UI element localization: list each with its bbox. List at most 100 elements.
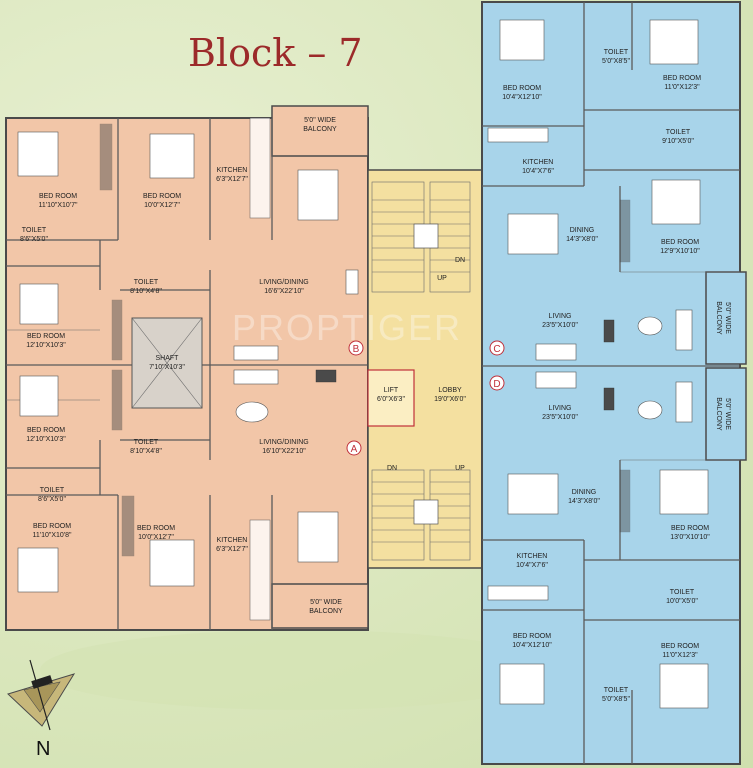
stairs-top [371,181,471,293]
wardrobe-icon [121,495,135,557]
bed-icon [17,547,59,593]
marker-b: B [353,344,360,355]
kitchen-counter-icon [487,127,549,143]
kitchen-counter-icon [249,519,271,621]
bed-icon [19,283,59,325]
balcony-top-left-area [271,105,369,157]
units-cd-footprint [481,1,741,765]
bed-icon [649,19,699,65]
svg-text:5'0" WIDEBALCONY: 5'0" WIDEBALCONY [715,301,731,335]
svg-text:5'0" WIDEBALCONY: 5'0" WIDEBALCONY [715,397,731,431]
bed-icon [651,179,701,225]
svg-text:DN: DN [455,257,465,264]
tv-icon [603,387,615,411]
balcony-bottom-left-area [271,583,369,629]
marker-d: D [493,379,500,390]
kitchen-counter-icon [249,117,271,219]
wardrobe-icon [619,469,631,533]
sofa-icon [233,345,279,361]
unit-markers: B A C D [346,340,505,456]
balcony-top-right-area [705,271,747,365]
dining-table-icon [507,213,559,255]
bed-icon [499,19,545,61]
chair-icon [345,269,359,295]
wardrobe-icon [619,199,631,263]
armchair-icon [535,343,577,361]
sofa-icon [675,381,693,423]
compass-north-label: N [36,738,50,760]
dining-table-icon [297,511,339,563]
bed-icon [149,539,195,587]
armchair-icon [535,371,577,389]
balcony-bottom-right-area [705,367,747,461]
bed-icon [659,469,709,515]
compass-icon [7,659,76,731]
watermark: PROPTIGER [232,307,462,348]
stairs-bottom [371,469,471,561]
marker-c: C [493,344,500,355]
marker-a: A [351,444,358,455]
svg-text:UP: UP [455,465,465,472]
bed-icon [19,375,59,417]
coffee-table-icon [637,400,663,420]
bed-icon [499,663,545,705]
dining-table-icon [297,169,339,221]
tv-icon [315,369,337,383]
bed-icon [659,663,709,709]
dining-table-icon [507,473,559,515]
wardrobe-icon [111,299,123,361]
bed-icon [149,133,195,179]
sofa-icon [233,369,279,385]
coffee-table-icon [637,316,663,336]
wardrobe-icon [99,123,113,191]
bed-icon [17,131,59,177]
background-wash [40,630,560,710]
plan-title: Block – 7 [188,31,363,75]
wardrobe-icon [111,369,123,431]
svg-text:DN: DN [387,465,397,472]
svg-text:UP: UP [437,275,447,282]
coffee-table-icon [235,401,269,423]
tv-icon [603,319,615,343]
svg-text:5'0" WIDEBALCONY: 5'0" WIDEBALCONY [303,117,337,133]
sofa-icon [675,309,693,351]
